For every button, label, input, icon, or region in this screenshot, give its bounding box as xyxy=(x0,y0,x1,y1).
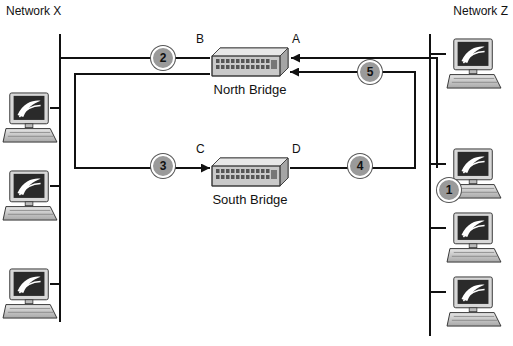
port-label: A xyxy=(292,32,300,46)
callout-text: 5 xyxy=(367,66,374,78)
bridge-name: South Bridge xyxy=(212,192,287,207)
frame-path xyxy=(75,74,210,168)
port-label: D xyxy=(292,142,301,156)
callout-text: 3 xyxy=(160,160,167,172)
callout-number: 2 xyxy=(151,46,175,70)
bridge-name: North Bridge xyxy=(214,82,287,97)
callout-number: 5 xyxy=(358,60,382,84)
port-label: C xyxy=(196,142,205,156)
callout-text: 2 xyxy=(160,52,167,64)
callout-number: 3 xyxy=(151,154,175,178)
port-label: B xyxy=(196,32,204,46)
frame-path xyxy=(290,72,415,168)
callout-number: 4 xyxy=(348,154,372,178)
callout-text: 1 xyxy=(446,184,453,196)
bridge-device: North Bridge xyxy=(210,46,290,78)
bridge-icon xyxy=(210,46,290,78)
bridge-device: South Bridge xyxy=(210,156,290,188)
bridge-icon xyxy=(210,156,290,188)
callout-text: 4 xyxy=(357,160,364,172)
network-label: Network Z xyxy=(453,4,508,18)
network-label: Network X xyxy=(6,4,61,18)
callout-number: 1 xyxy=(437,178,461,202)
